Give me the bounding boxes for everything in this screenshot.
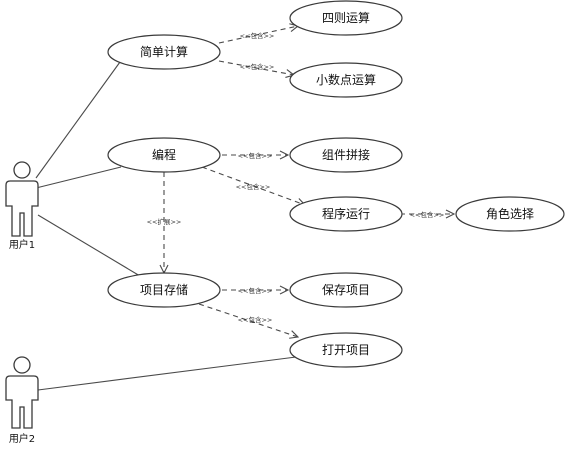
stereo-label: <<包含>> [238,315,273,324]
use-case[interactable]: 角色选择 [455,196,565,232]
use-case[interactable]: 小数点运算 [289,62,403,98]
use-case-label: 四则运算 [322,10,370,25]
include-simple-calc-four-ops [218,26,298,44]
include-simple-calc-decimal [218,60,294,75]
include-programming-run-program [201,166,305,205]
stereo-label: <<包含>> [238,286,273,295]
use-case[interactable]: 保存项目 [289,272,403,308]
use-case-label: 组件拼接 [322,147,370,162]
actor-user2[interactable]: 用户2 [5,356,39,445]
stereo-label: <<包含>> [410,210,445,219]
use-case-label: 角色选择 [486,207,534,221]
use-case-label: 编程 [152,147,176,162]
use-case-label: 打开项目 [322,343,370,357]
person-icon [5,356,39,429]
assoc-user2-open-project [37,356,297,391]
stereo-label: <<包含>> [238,151,273,160]
stereo-label: <<包含>> [236,182,271,191]
use-case[interactable]: 简单计算 [107,34,221,70]
use-case-label: 项目存储 [140,282,188,297]
use-case[interactable]: 四则运算 [289,0,403,36]
assoc-user1-simple-calc [35,61,121,179]
use-case-label: 简单计算 [140,44,188,59]
use-case-label: 程序运行 [322,206,370,221]
stereo-label: <<包含>> [240,31,275,40]
stereo-label: <<包含>> [240,62,275,71]
assoc-user1-project-store [37,214,141,277]
stereo-label: <<扩展>> [147,217,182,226]
use-case[interactable]: 组件拼接 [289,137,403,173]
use-case[interactable]: 编程 [107,137,221,173]
actor-user1[interactable]: 用户1 [5,161,39,251]
use-case-label: 保存项目 [322,283,370,297]
actor-label: 用户1 [9,238,35,251]
actor-label: 用户2 [9,432,35,445]
use-case[interactable]: 打开项目 [289,332,403,368]
person-icon [5,161,39,237]
use-case[interactable]: 项目存储 [107,272,221,308]
use-case[interactable]: 程序运行 [289,196,403,232]
use-case-label: 小数点运算 [316,72,376,87]
assoc-user1-programming [35,166,122,189]
